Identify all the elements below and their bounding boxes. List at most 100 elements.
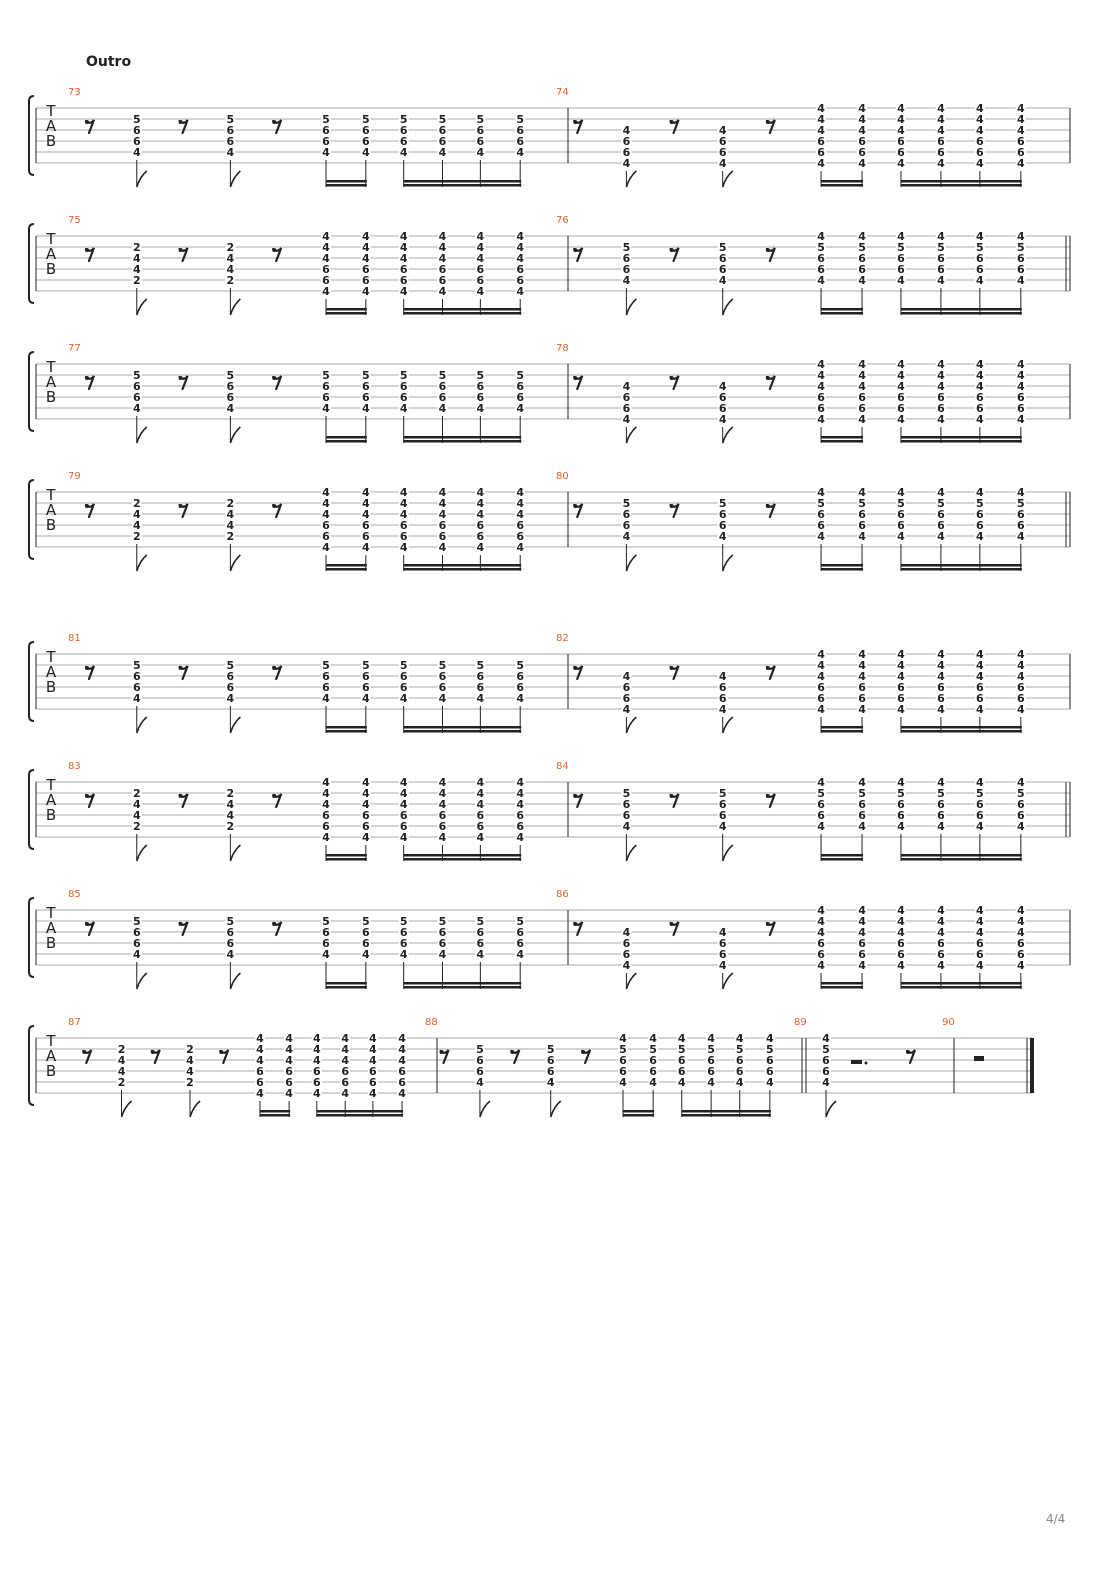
fret-number: 6 (937, 809, 945, 822)
fret-mask (515, 125, 526, 135)
fret-mask (284, 1066, 295, 1076)
fret-mask (1015, 136, 1026, 146)
fret-mask (895, 682, 906, 692)
fret-number: 4 (937, 230, 945, 243)
fret-number: 4 (707, 1032, 715, 1045)
fret-number: 6 (477, 937, 485, 950)
measure: 90 (942, 1017, 1034, 1093)
fret-number: 4 (322, 692, 330, 705)
eighth-flag (136, 716, 148, 734)
fret-mask (437, 231, 448, 241)
eighth-flag (721, 844, 734, 862)
fret-number: 6 (322, 530, 330, 543)
fret-mask (515, 810, 526, 820)
fret-number: 6 (897, 391, 905, 404)
fret-number: 6 (477, 380, 485, 393)
fret-number: 4 (369, 1043, 377, 1056)
tab-clef-letter: T (45, 776, 56, 794)
fret-mask (821, 1055, 831, 1065)
fret-number: 2 (133, 497, 141, 510)
fret-number: 4 (817, 648, 825, 661)
beam (821, 982, 864, 985)
fret-mask (935, 147, 946, 157)
fret-number: 4 (976, 113, 984, 126)
fret-mask (821, 1044, 831, 1054)
fret-number: 6 (477, 391, 485, 404)
fret-mask (397, 1055, 408, 1065)
fret-number: 4 (937, 670, 945, 683)
fret-number: 6 (227, 380, 235, 393)
fret-mask (816, 682, 827, 692)
fret-mask (816, 777, 827, 787)
fret-mask (974, 125, 985, 135)
beam (681, 1114, 771, 1117)
beam (403, 726, 522, 729)
fret-mask (360, 498, 371, 508)
fret-number: 4 (1017, 776, 1025, 789)
fret-number: 6 (362, 391, 370, 404)
fret-number: 4 (817, 670, 825, 683)
fret-number: 6 (897, 798, 905, 811)
fret-mask (1015, 788, 1026, 798)
fret-mask (895, 359, 906, 369)
fret-mask (1015, 810, 1026, 820)
fret-mask (398, 949, 409, 959)
fret-mask (515, 264, 526, 274)
fret-mask (398, 381, 409, 391)
fret-number: 4 (858, 959, 866, 972)
fret-mask (621, 264, 632, 274)
fret-number: 4 (897, 358, 905, 371)
fret-mask (974, 275, 985, 285)
eighth-rest-dot (765, 794, 770, 798)
tab-system: TAB8324422442444664444664444664444664444… (28, 761, 1071, 862)
eighth-rest-dot (84, 248, 89, 252)
fret-number: 4 (1017, 530, 1025, 543)
fret-mask (734, 1033, 745, 1043)
fret-number: 6 (1017, 798, 1025, 811)
fret-number: 4 (133, 809, 141, 822)
fret-mask (225, 125, 236, 135)
fret-mask (437, 275, 448, 285)
fret-number: 6 (341, 1065, 349, 1078)
fret-number: 6 (817, 391, 825, 404)
beam (325, 564, 367, 567)
fret-mask (320, 531, 331, 541)
fret-number: 4 (369, 1054, 377, 1067)
measure: 7924422442444664444664444664444664444664… (68, 471, 569, 572)
fret-number: 5 (817, 497, 825, 510)
fret-mask (475, 799, 486, 809)
fret-number: 6 (678, 1065, 686, 1078)
fret-mask (857, 158, 868, 168)
fret-mask (974, 359, 985, 369)
fret-mask (935, 520, 946, 530)
fret-mask (131, 370, 142, 380)
fret-number: 6 (937, 798, 945, 811)
fret-number: 4 (439, 798, 447, 811)
fret-mask (1015, 693, 1026, 703)
fret-mask (935, 821, 946, 831)
fret-mask (515, 949, 526, 959)
fret-number: 4 (976, 358, 984, 371)
fret-mask (360, 114, 371, 124)
fret-number: 4 (976, 648, 984, 661)
fret-mask (397, 1033, 408, 1043)
fret-number: 6 (707, 1054, 715, 1067)
fret-mask (621, 531, 632, 541)
fret-mask (116, 1066, 127, 1076)
fret-mask (717, 788, 728, 798)
eighth-flag (229, 298, 241, 316)
fret-mask (1015, 905, 1026, 915)
fret-mask (857, 403, 868, 413)
fret-number: 2 (133, 530, 141, 543)
fret-number: 2 (227, 497, 235, 510)
fret-mask (895, 264, 906, 274)
fret-number: 6 (322, 274, 330, 287)
eighth-rest-dot (765, 120, 770, 124)
fret-mask (437, 799, 448, 809)
fret-number: 6 (362, 809, 370, 822)
fret-number: 4 (516, 798, 524, 811)
fret-number: 5 (133, 659, 141, 672)
eighth-rest-dot (84, 794, 89, 798)
fret-number: 4 (897, 102, 905, 115)
